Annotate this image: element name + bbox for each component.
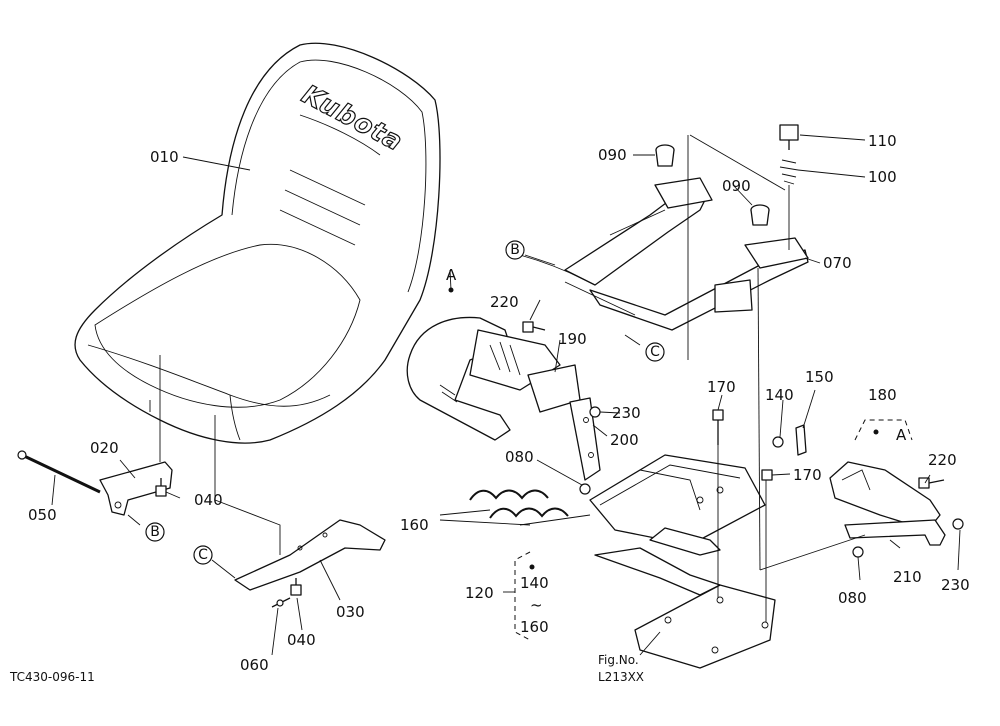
range-from-label: 140 [520, 574, 549, 592]
bolt-040-b [290, 578, 302, 596]
callout-a-dot-2 [873, 429, 879, 435]
pin-060 [271, 597, 291, 608]
figure-number-label: Fig.No. [598, 653, 639, 667]
bracket-200 [569, 397, 601, 481]
part-label-200: 200 [610, 431, 639, 449]
group-120-dot [529, 564, 535, 570]
part-label-080-b: 080 [838, 589, 867, 607]
svg-text:C: C [198, 547, 208, 563]
range-to-label: 160 [520, 618, 549, 636]
bolt-220-a [522, 321, 546, 333]
nut-080-a [579, 483, 591, 495]
figure-number-value: L213XX [598, 670, 644, 684]
svg-text:B: B [150, 524, 160, 540]
range-separator: ~ [530, 596, 543, 614]
part-label-140: 140 [765, 386, 794, 404]
bolt-170-a [712, 409, 724, 445]
part-label-090-b: 090 [722, 177, 751, 195]
nut-230-a [589, 406, 601, 418]
part-label-070: 070 [823, 254, 852, 272]
part-label-050: 050 [28, 506, 57, 524]
part-label-120: 120 [465, 584, 494, 602]
knob-090-b [750, 204, 770, 226]
part-label-090-a: 090 [598, 146, 627, 164]
springs-160 [469, 489, 569, 519]
part-label-170-b: 170 [793, 466, 822, 484]
washer-140 [772, 436, 784, 448]
switch-assembly-180 [829, 461, 941, 531]
bracket-210 [844, 519, 946, 546]
slide-rail-030 [234, 519, 386, 591]
part-label-230-a: 230 [612, 404, 641, 422]
bottom-plate [594, 547, 776, 669]
part-label-220-b: 220 [928, 451, 957, 469]
part-label-150: 150 [805, 368, 834, 386]
part-label-040-a: 040 [194, 491, 223, 509]
nut-230-b [952, 518, 964, 530]
callout-b-2: B [505, 240, 525, 260]
callout-b-1: B [145, 522, 165, 542]
part-label-030: 030 [336, 603, 365, 621]
callout-a-label-2: A [896, 426, 907, 444]
svg-text:B: B [510, 242, 520, 258]
part-label-170-a: 170 [707, 378, 736, 396]
bolt-110 [779, 124, 799, 150]
spring-100 [779, 159, 799, 185]
knob-090-a [655, 144, 675, 167]
part-label-180: 180 [868, 386, 897, 404]
callout-c-2: C [645, 342, 665, 362]
callout-a-label-1: A [446, 266, 457, 284]
bolt-170-b [761, 469, 773, 481]
upper-frame-070 [519, 177, 809, 331]
bolt-050 [17, 450, 101, 494]
part-label-100: 100 [868, 168, 897, 186]
part-label-230-b: 230 [941, 576, 970, 594]
part-label-060: 060 [240, 656, 269, 674]
drawing-code: TC430-096-11 [9, 670, 95, 684]
part-label-210: 210 [893, 568, 922, 586]
part-label-160: 160 [400, 516, 429, 534]
bracket-020 [99, 461, 173, 516]
callout-c-1: C [193, 545, 213, 565]
pin-150 [795, 424, 807, 456]
part-label-020: 020 [90, 439, 119, 457]
part-label-010: 010 [150, 148, 179, 166]
part-label-190: 190 [558, 330, 587, 348]
bolt-040-a [155, 478, 167, 497]
slide-base-assembly [589, 454, 766, 556]
part-label-110: 110 [868, 132, 897, 150]
part-label-080-a: 080 [505, 448, 534, 466]
bolt-220-b [918, 477, 945, 489]
part-label-040-b: 040 [287, 631, 316, 649]
part-label-220-a: 220 [490, 293, 519, 311]
seat-cushion [74, 42, 441, 444]
nut-080-b [852, 546, 864, 558]
svg-text:C: C [650, 344, 660, 360]
